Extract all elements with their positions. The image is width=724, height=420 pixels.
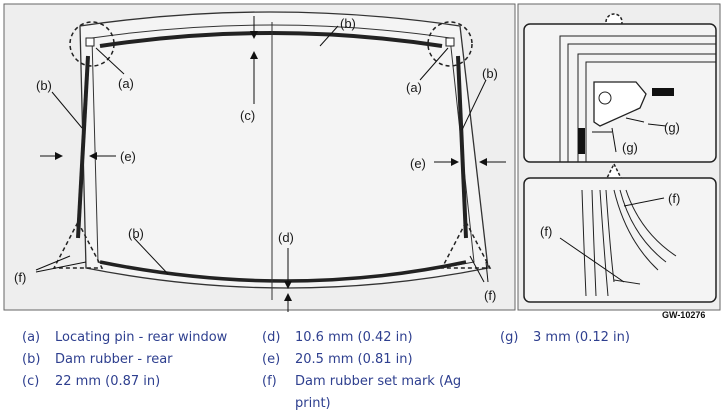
figure-reference-code: GW-10276 (662, 310, 705, 320)
locating-pin-marker-left (69, 21, 115, 67)
detail-g-dimension (592, 117, 667, 153)
label-g-upper: (g) (664, 120, 680, 135)
detail-bottom-leaders (559, 197, 665, 283)
label-a-left: (a) (118, 76, 134, 91)
label-c: (c) (240, 108, 255, 123)
label-b-right: (b) (482, 66, 498, 81)
detail-view-bottom (523, 177, 717, 303)
legend-text: 10.6 mm (0.42 in) (295, 330, 413, 345)
rear-window-diagram: (b) (a) (a) (b) (b) (c) (e) (e) (b) (d) … (3, 3, 721, 320)
legend-key: (a) (22, 330, 41, 345)
label-f-left: (f) (14, 270, 26, 285)
label-f-detail-left: (f) (540, 224, 552, 239)
dam-rubber-segment-bottom (578, 128, 585, 154)
leader-lines (35, 25, 489, 283)
detail-bottom-drawing (581, 189, 677, 297)
label-f-right: (f) (484, 288, 496, 303)
label-g-lower: (g) (622, 140, 638, 155)
label-b-top: (b) (340, 16, 356, 31)
legend-text: 20.5 mm (0.81 in) (295, 352, 413, 367)
window-glass-outline (79, 11, 489, 289)
locating-pin-right (445, 37, 455, 47)
dimension-arrows (40, 16, 506, 312)
dam-rubber-segment-right (652, 88, 674, 96)
label-d: (d) (278, 230, 294, 245)
legend-text: 3 mm (0.12 in) (533, 330, 630, 345)
legend-key: (f) (262, 374, 277, 389)
label-e-right: (e) (410, 156, 426, 171)
legend-key: (d) (262, 330, 281, 345)
label-b-bottom: (b) (128, 226, 144, 241)
legend-key: (g) (500, 330, 519, 345)
legend-key: (e) (262, 352, 281, 367)
label-a-right: (a) (406, 80, 422, 95)
locating-pin-marker-right (427, 21, 473, 67)
legend: (a) Locating pin - rear window (b) Dam r… (0, 322, 724, 420)
label-b-left: (b) (36, 78, 52, 93)
detail-top-drawing (559, 35, 716, 162)
legend-key: (c) (22, 374, 40, 389)
legend-text: Dam rubber - rear (55, 352, 173, 367)
legend-text: 22 mm (0.87 in) (55, 374, 161, 389)
legend-key: (b) (22, 352, 41, 367)
locating-pin-left (85, 37, 95, 47)
label-e-left: (e) (120, 149, 136, 164)
legend-text: Locating pin - rear window (55, 330, 228, 345)
label-f-detail-right: (f) (668, 191, 680, 206)
legend-text: Dam rubber set mark (Ag print) (295, 374, 462, 411)
